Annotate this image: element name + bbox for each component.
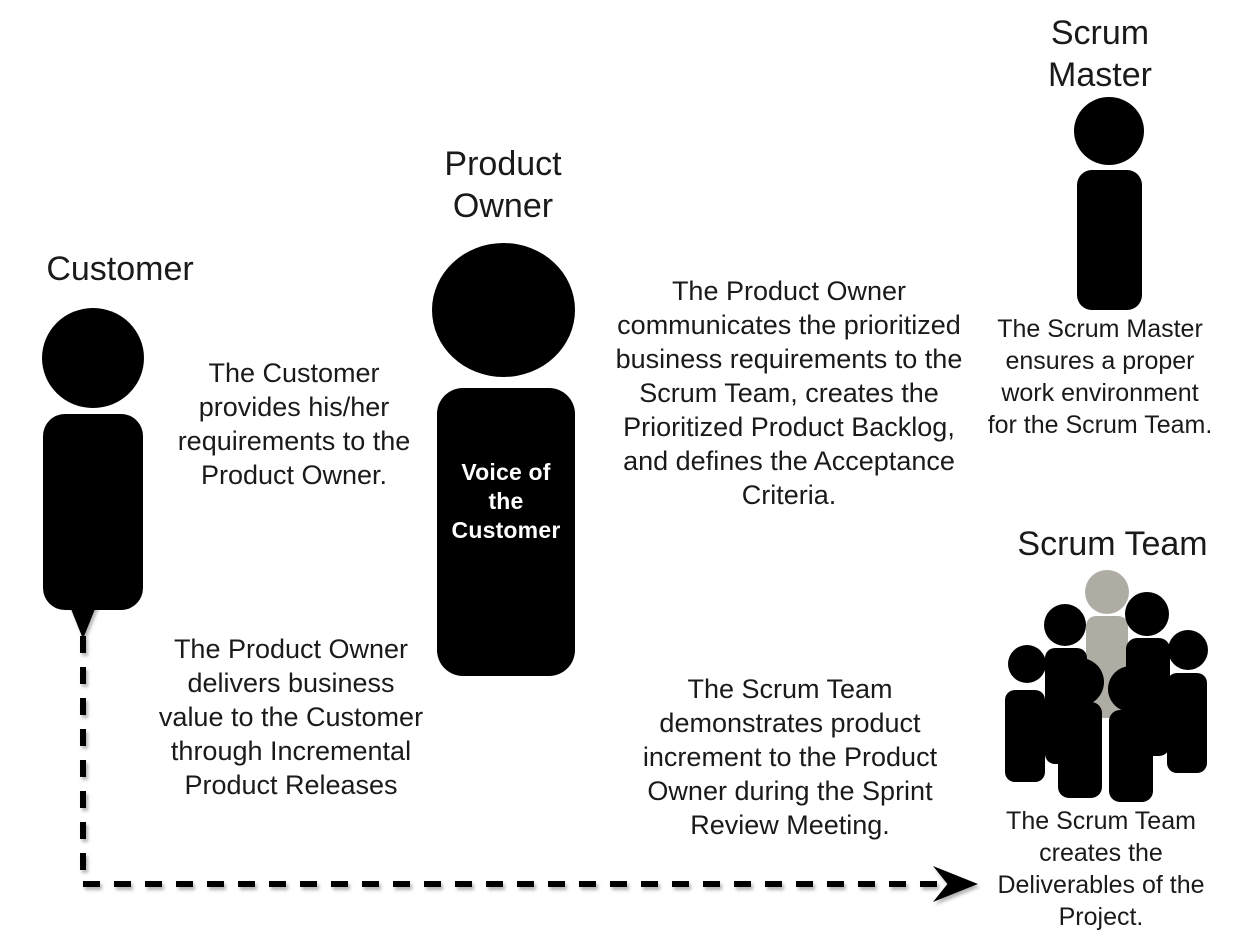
text-product-owner-to-scrum-team: The Scrum Team demonstrates product incr… xyxy=(642,674,938,840)
customer-body-icon xyxy=(43,414,143,610)
text-product-owner-to-customer: The Product Owner delivers business valu… xyxy=(158,634,424,800)
scrum-team-member-3-head-icon xyxy=(1125,592,1169,636)
text-product-owner-to-scrum-master: The Product Owner communicates the prior… xyxy=(615,276,963,510)
label-product-owner: Product Owner xyxy=(444,145,562,225)
product-owner-head-icon xyxy=(432,243,575,377)
text-customer-to-product-owner: The Customer provides his/her requiremen… xyxy=(177,358,411,490)
scrum-team-member-5-head-icon xyxy=(1108,666,1154,712)
text-scrum-team-note: The Scrum Team creates the Deliverables … xyxy=(997,807,1205,931)
label-scrum-master: Scrum Master xyxy=(1048,14,1152,94)
scrum-team-member-gray-head-icon xyxy=(1085,570,1129,614)
scrum-team-member-4-body-icon xyxy=(1058,702,1102,798)
scrum-team-member-6-head-icon xyxy=(1168,630,1208,670)
scrum-team-member-1-body-icon xyxy=(1005,690,1045,782)
label-customer: Customer xyxy=(46,250,194,288)
scrum-team-member-2-head-icon xyxy=(1044,604,1086,646)
product-owner-body-icon xyxy=(437,388,575,676)
voice-of-the-customer-label: Voice of the Customer xyxy=(451,459,561,543)
scrum-team-member-6-body-icon xyxy=(1167,673,1207,773)
scrum-team-member-1-head-icon xyxy=(1008,645,1046,683)
label-scrum-team: Scrum Team xyxy=(1017,525,1208,563)
scrum-team-member-4-head-icon xyxy=(1056,658,1104,706)
scrum-master-head-icon xyxy=(1074,97,1144,165)
customer-head-icon xyxy=(42,308,144,408)
text-scrum-master-note: The Scrum Master ensures a proper work e… xyxy=(987,315,1213,439)
scrum-team-member-5-body-icon xyxy=(1109,710,1153,802)
scrum-master-body-icon xyxy=(1077,170,1142,310)
